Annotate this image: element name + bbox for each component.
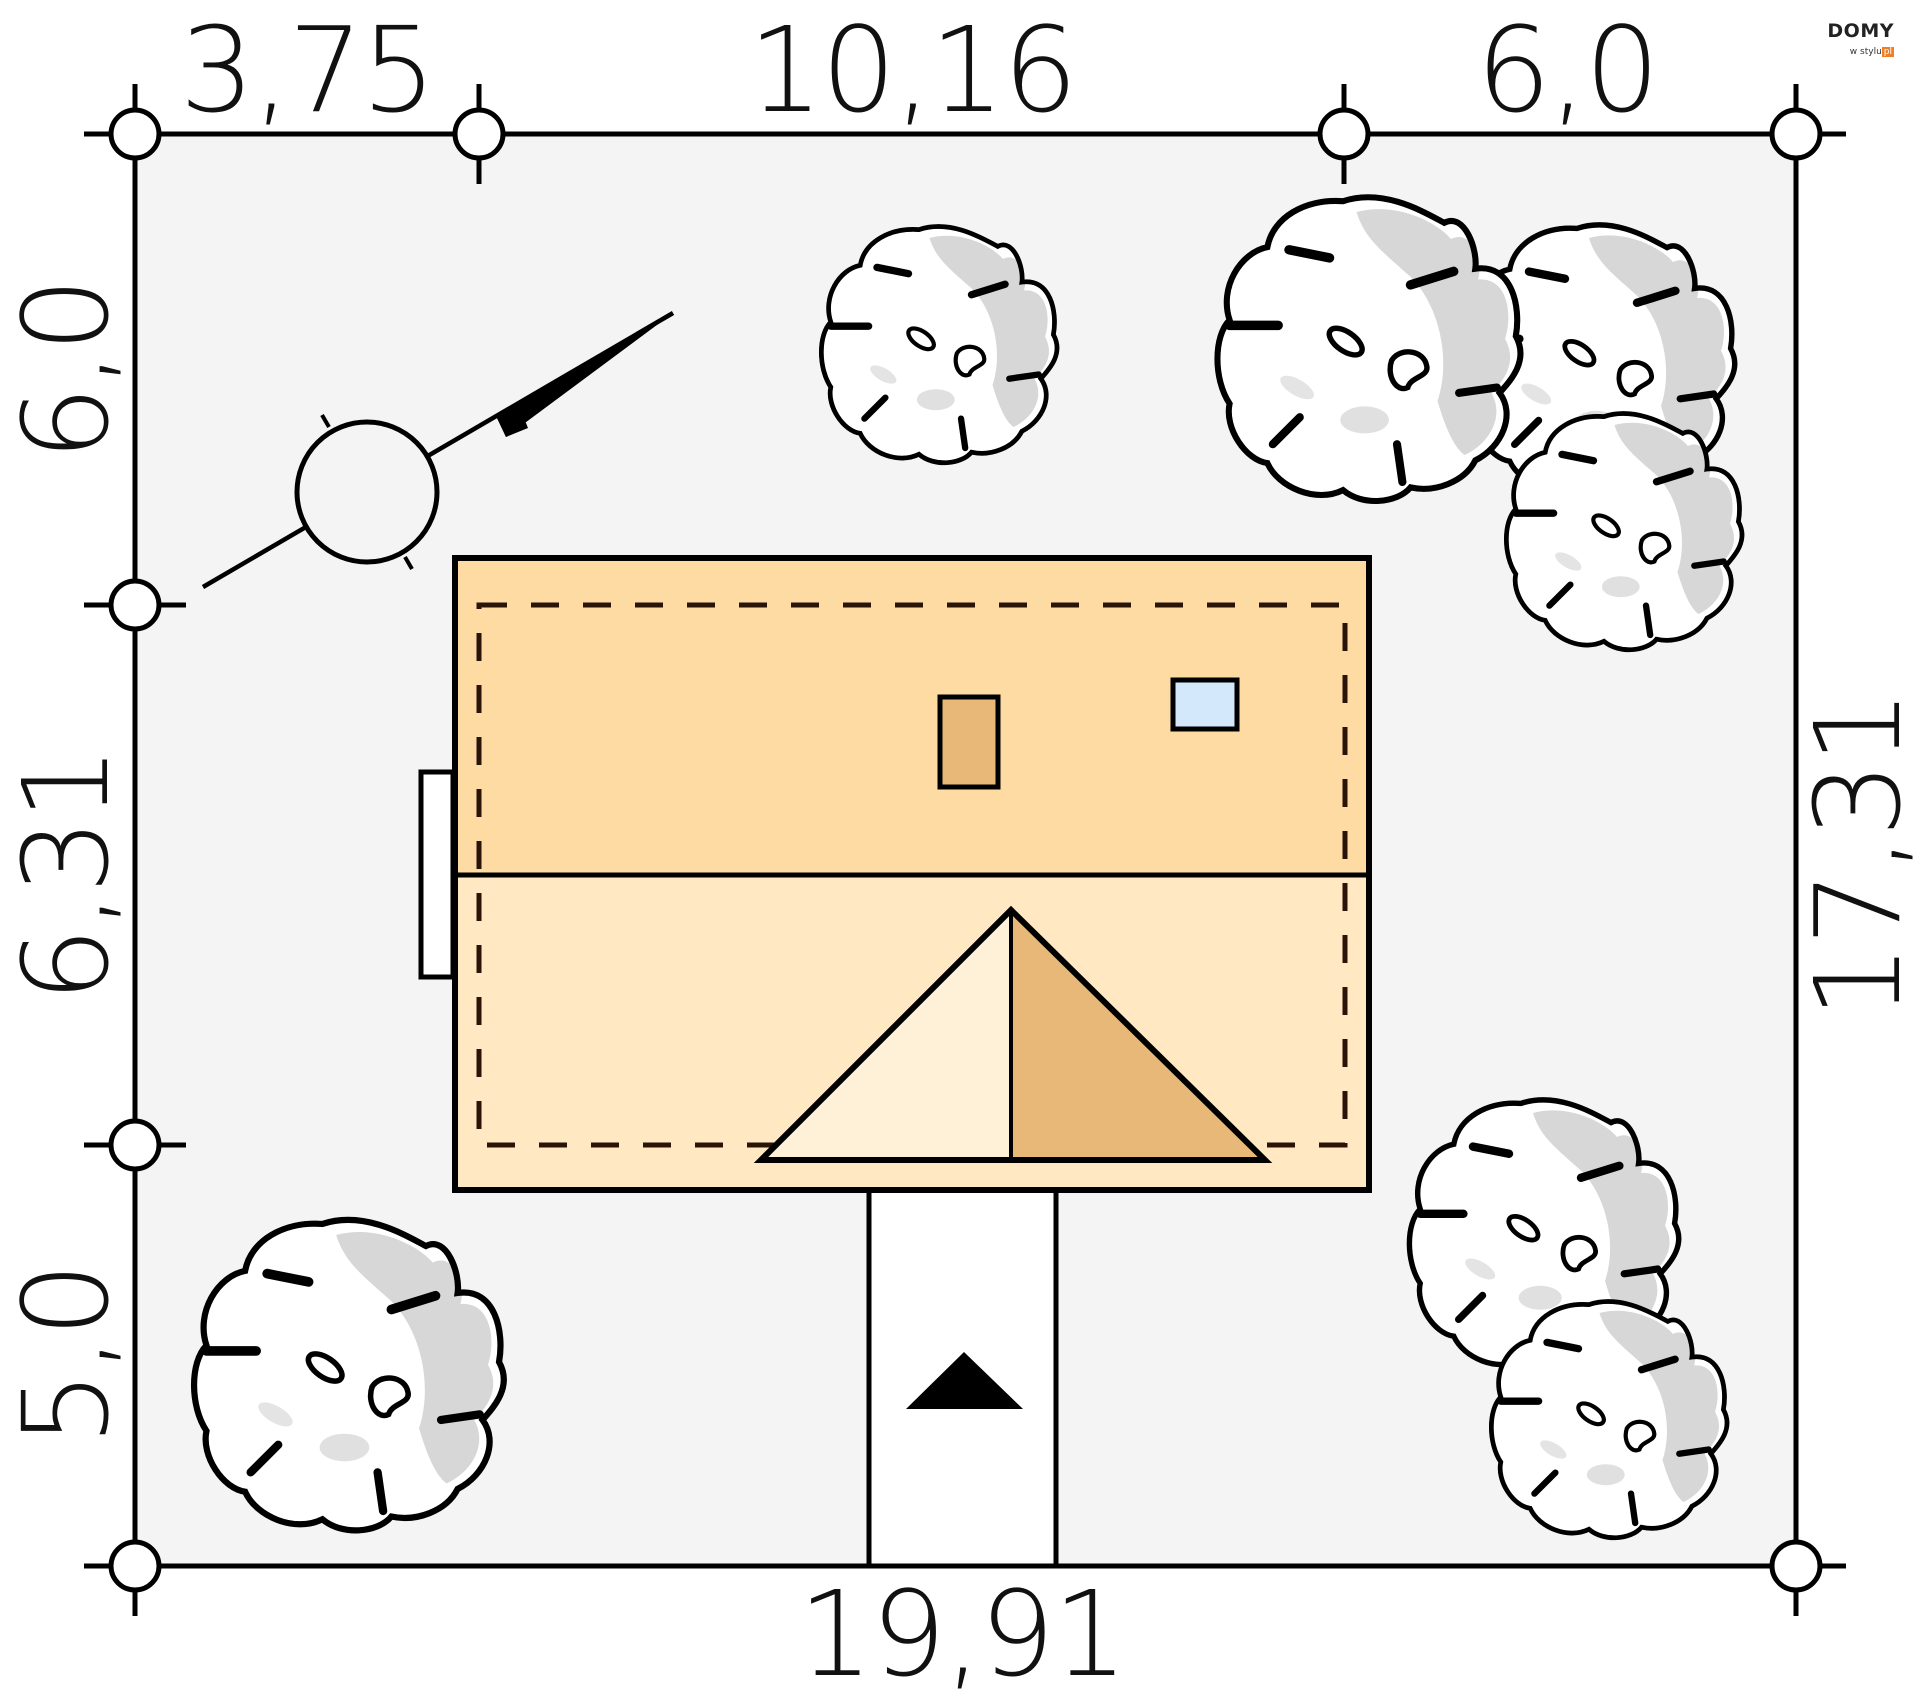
dim-right: 17,31 <box>1789 691 1920 1019</box>
dim-left-3: 5,0 <box>0 1264 135 1446</box>
logo-main: DOMY <box>1827 20 1894 42</box>
dimension-nodes <box>84 84 1823 1593</box>
chimney <box>937 694 1001 790</box>
logo-tld: pl <box>1881 47 1894 57</box>
dim-top-2: 10,16 <box>748 1 1078 139</box>
dim-left-1: 6,0 <box>0 279 135 461</box>
logo-sub: w stylu <box>1849 47 1882 57</box>
north-arrow-icon <box>201 311 675 589</box>
dim-top-3: 6,0 <box>1476 1 1660 139</box>
dim-bottom: 19,91 <box>798 1565 1128 1703</box>
house-roof <box>452 555 1372 1193</box>
dim-top-1: 3,75 <box>179 1 437 139</box>
skylight <box>1170 677 1240 732</box>
dim-left-2: 6,31 <box>0 747 135 1003</box>
side-entrance-step <box>418 769 456 980</box>
entrance-arrow-icon <box>906 1352 1023 1409</box>
entrance-path <box>866 1187 1059 1569</box>
